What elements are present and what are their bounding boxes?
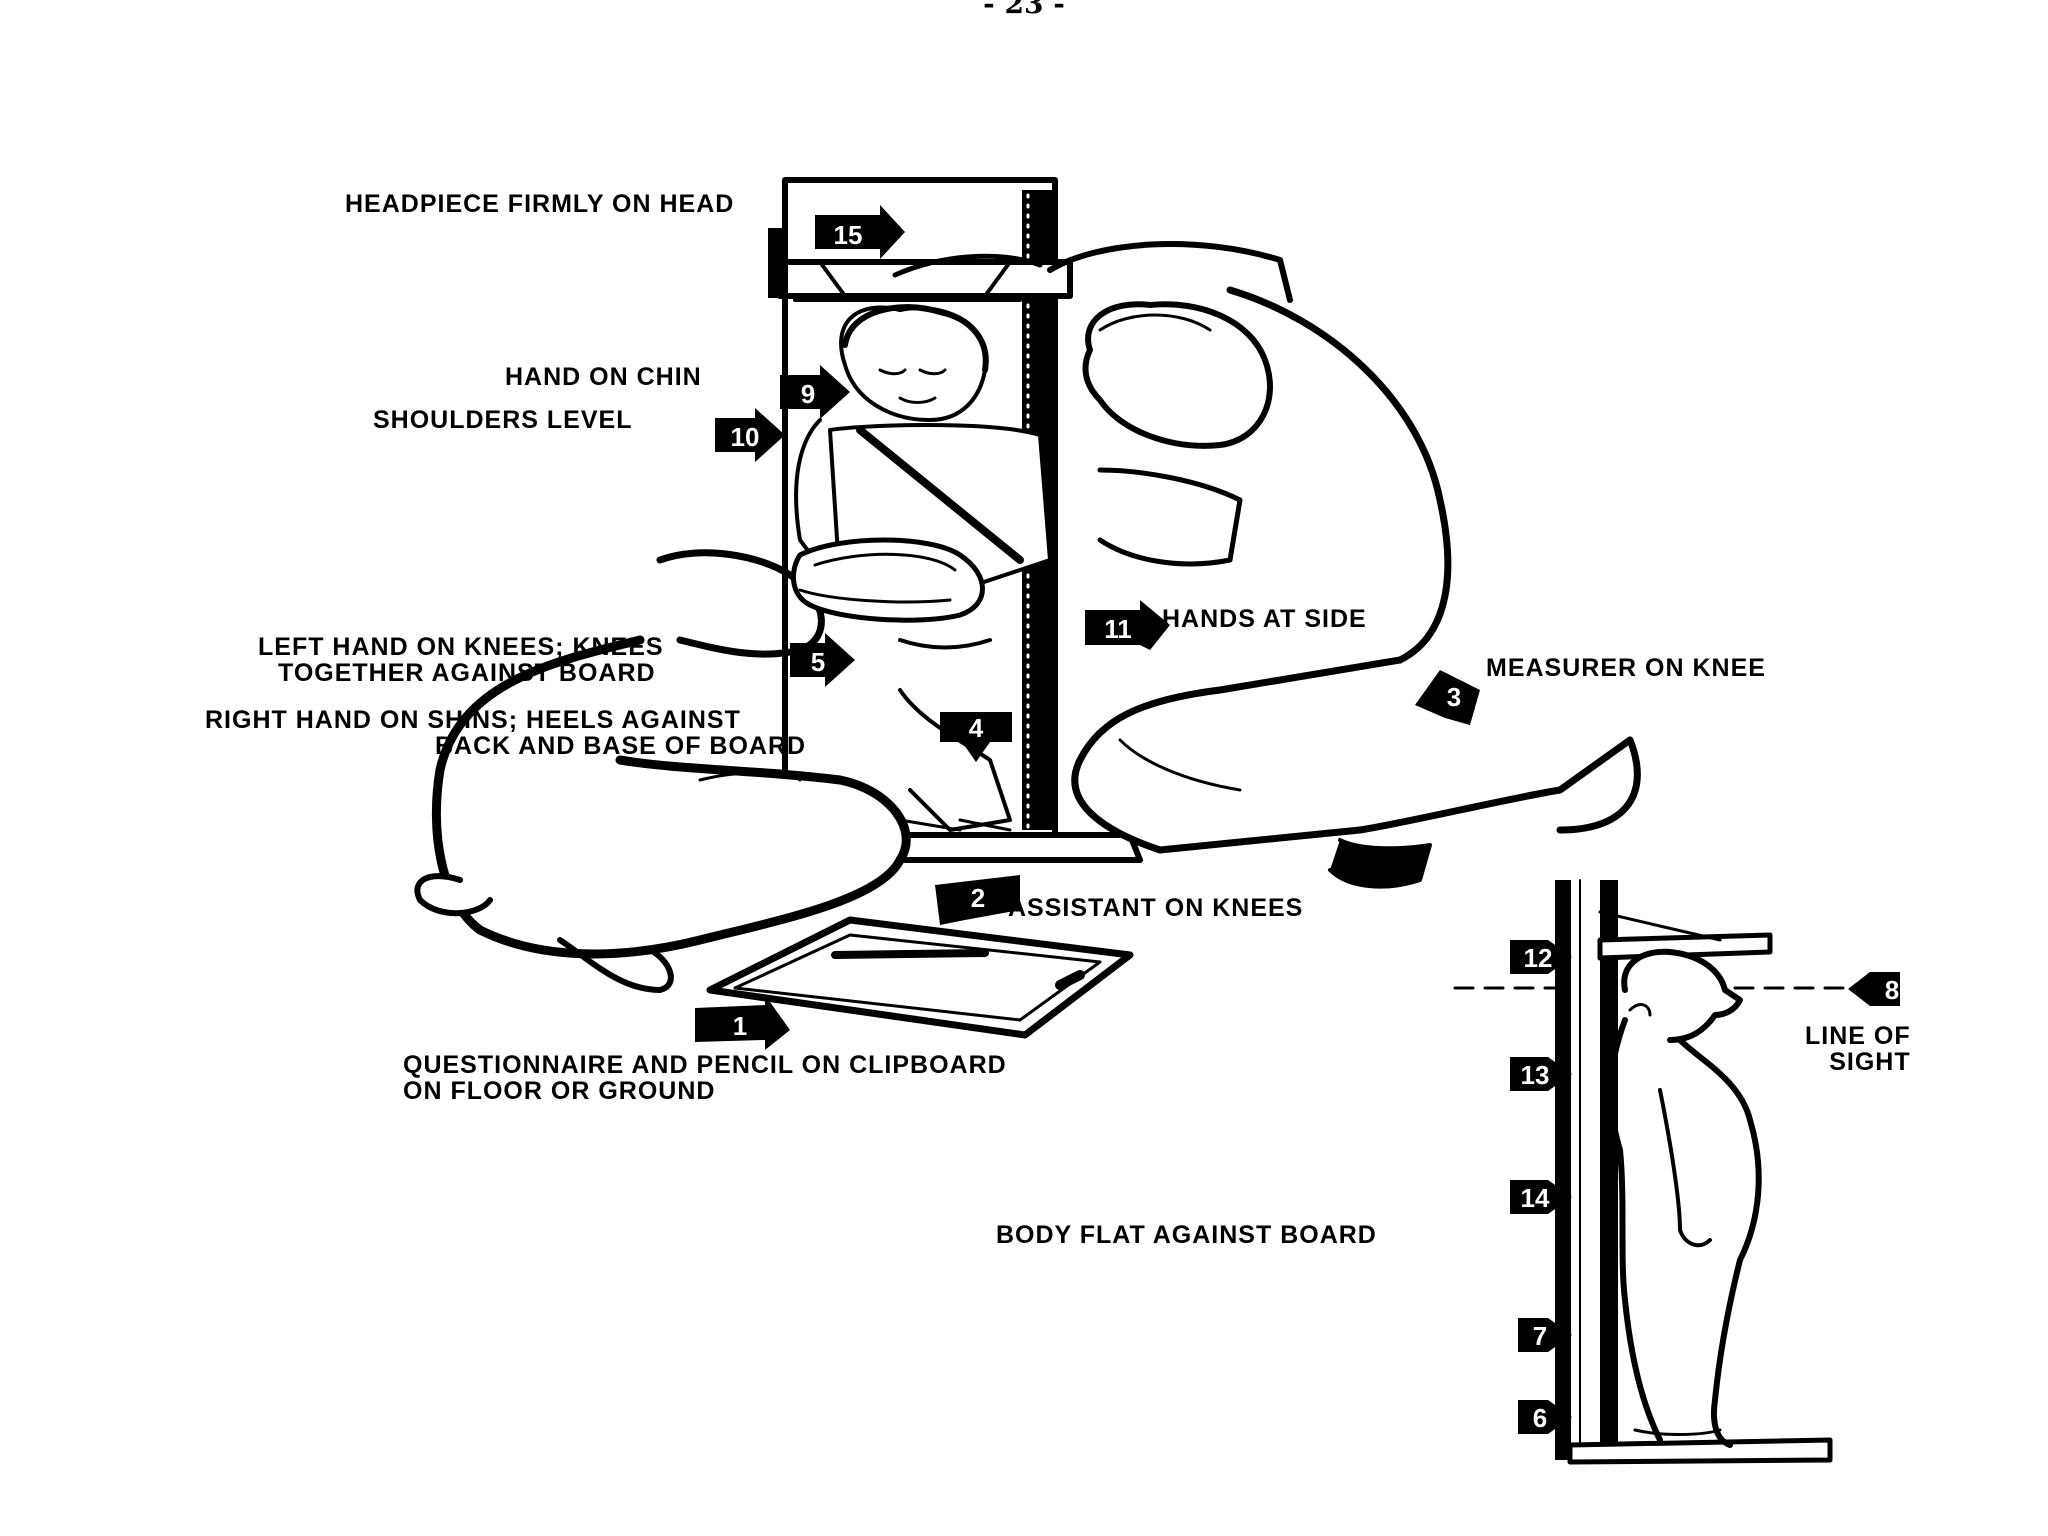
label-right-hand-line2: BACK AND BASE OF BOARD <box>435 732 807 760</box>
label-line-of-sight-line1: LINE OF <box>1805 1022 1911 1050</box>
label-measurer-on-knee: MEASURER ON KNEE <box>1486 654 1766 682</box>
svg-text:14: 14 <box>1521 1183 1550 1213</box>
svg-text:5: 5 <box>811 647 825 677</box>
label-questionnaire-line2: ON FLOOR OR GROUND <box>403 1077 716 1105</box>
svg-text:11: 11 <box>1104 614 1132 644</box>
marker-10: 10 <box>715 408 785 462</box>
label-shoulders-level: SHOULDERS LEVEL <box>373 406 633 434</box>
label-line-of-sight: LINE OF SIGHT <box>1805 1023 1911 1075</box>
label-body-flat: BODY FLAT AGAINST BOARD <box>996 1221 1377 1249</box>
standing-board <box>1453 879 1872 1465</box>
label-right-hand-line1: RIGHT HAND ON SHINS; HEELS AGAINST <box>205 706 741 734</box>
marker-13: 13 <box>1510 1057 1572 1091</box>
label-right-hand: RIGHT HAND ON SHINS; HEELS AGAINST BACK … <box>205 707 806 759</box>
svg-text:6: 6 <box>1533 1403 1547 1433</box>
marker-4: 4 <box>940 712 1012 762</box>
marker-14: 14 <box>1510 1180 1572 1214</box>
marker-8: 8 <box>1848 972 1900 1006</box>
marker-1: 1 <box>695 995 790 1050</box>
marker-12: 12 <box>1510 940 1572 974</box>
svg-text:3: 3 <box>1447 682 1461 712</box>
marker-6: 6 <box>1518 1400 1572 1434</box>
measurer-figure <box>892 240 1641 889</box>
svg-text:2: 2 <box>971 883 985 913</box>
markers: 15 9 10 5 4 11 3 <box>695 205 1900 1434</box>
label-line-of-sight-line2: SIGHT <box>1829 1048 1911 1076</box>
marker-15: 15 <box>815 205 905 259</box>
label-questionnaire: QUESTIONNAIRE AND PENCIL ON CLIPBOARD ON… <box>403 1052 1007 1104</box>
marker-7: 7 <box>1518 1318 1572 1352</box>
marker-3: 3 <box>1415 670 1480 725</box>
label-assistant-on-knees: ASSISTANT ON KNEES <box>1008 894 1304 922</box>
page-number: - 23 - <box>983 0 1065 20</box>
label-left-hand-line1: LEFT HAND ON KNEES; KNEES <box>258 633 664 661</box>
marker-9: 9 <box>780 365 850 419</box>
svg-text:10: 10 <box>731 422 760 452</box>
svg-text:9: 9 <box>801 379 815 409</box>
svg-text:12: 12 <box>1524 943 1553 973</box>
label-left-hand: LEFT HAND ON KNEES; KNEES TOGETHER AGAIN… <box>258 634 664 686</box>
label-left-hand-line2: TOGETHER AGAINST BOARD <box>278 659 656 687</box>
marker-2: 2 <box>935 875 1020 925</box>
label-headpiece: HEADPIECE FIRMLY ON HEAD <box>345 190 735 218</box>
svg-text:7: 7 <box>1533 1321 1547 1351</box>
label-hands-at-side: HANDS AT SIDE <box>1162 605 1367 633</box>
marker-11: 11 <box>1085 600 1170 650</box>
assistant-figure <box>414 537 992 993</box>
svg-text:8: 8 <box>1885 975 1899 1005</box>
svg-text:15: 15 <box>834 220 863 250</box>
label-hand-on-chin: HAND ON CHIN <box>505 363 702 391</box>
clipboard <box>706 916 1134 1039</box>
svg-text:4: 4 <box>969 713 984 743</box>
marker-5: 5 <box>790 633 855 687</box>
label-questionnaire-line1: QUESTIONNAIRE AND PENCIL ON CLIPBOARD <box>403 1051 1007 1079</box>
svg-text:1: 1 <box>733 1011 747 1041</box>
svg-text:13: 13 <box>1521 1060 1550 1090</box>
